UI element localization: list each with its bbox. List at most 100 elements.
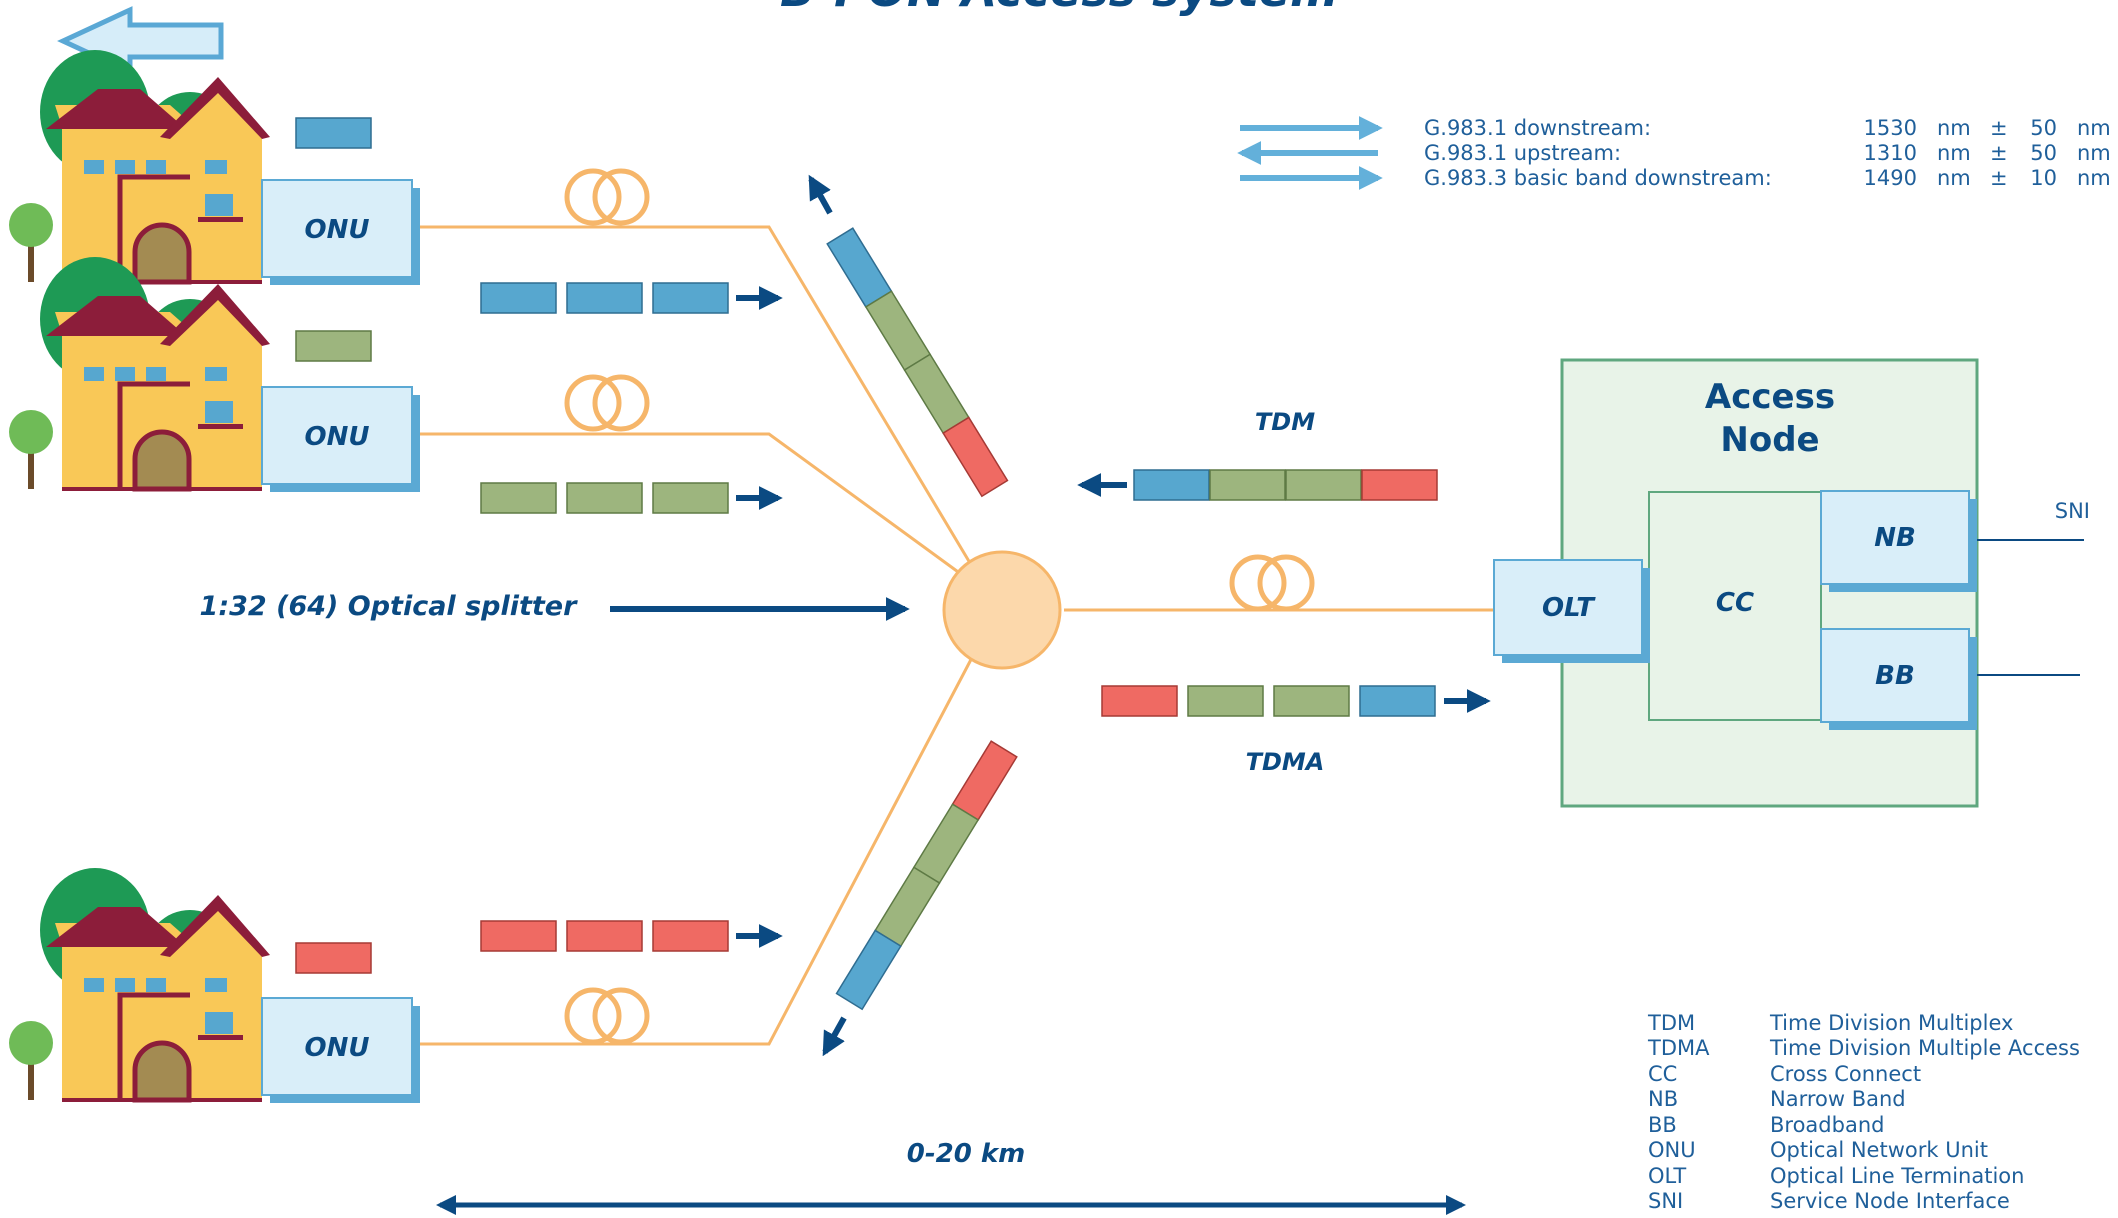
packet-blue <box>826 227 893 308</box>
diagram-title: B-PON Access system <box>780 0 1338 17</box>
glossary: TDM TDMA CC NB BB ONU OLT SNI Time Divis… <box>1647 1011 2080 1213</box>
glossary-abbr: OLT <box>1648 1164 1686 1188</box>
nb-label: NB <box>1874 523 1916 553</box>
house-icon <box>9 50 270 284</box>
glossary-meaning: Service Node Interface <box>1770 1189 2010 1213</box>
packet-blue <box>566 282 643 314</box>
wavelength-plusminus: ± <box>1990 116 2008 140</box>
glossary-abbr: SNI <box>1648 1189 1683 1213</box>
packet-green <box>864 290 932 372</box>
glossary-abbr: TDM <box>1647 1011 1695 1035</box>
fiber-coil-icon <box>567 990 647 1042</box>
house-icon <box>9 868 270 1102</box>
wavelength-value: 1530 <box>1864 116 1917 140</box>
wavelength-tolerance: 50 <box>2030 141 2057 165</box>
packet-red <box>1101 685 1178 717</box>
downstream-strip-upper <box>826 227 1009 498</box>
packet-green <box>1209 469 1286 501</box>
upstream-row <box>480 482 783 514</box>
packet-green <box>903 353 970 435</box>
wavelength-plusminus: ± <box>1990 166 2008 190</box>
wavelength-name: G.983.3 basic band downstream: <box>1424 166 1772 190</box>
optical-splitter <box>942 550 1062 670</box>
packet-green <box>1187 685 1264 717</box>
packet-green <box>1273 685 1350 717</box>
packet-red <box>295 942 372 974</box>
glossary-abbr: NB <box>1648 1087 1678 1111</box>
fiber-coil-icon <box>567 377 647 429</box>
wavelength-unit: nm <box>2077 141 2111 165</box>
tdma-label: TDMA <box>1246 748 1325 776</box>
packet-blue <box>1133 469 1210 501</box>
cc-box <box>1648 491 1822 721</box>
olt-label: OLT <box>1542 593 1596 623</box>
wavelength-value: 1490 <box>1864 166 1917 190</box>
downstream-strip-lower <box>835 740 1018 1011</box>
fiber-coil-icon <box>1232 557 1312 609</box>
glossary-meaning: Optical Network Unit <box>1770 1138 1988 1162</box>
glossary-meaning: Narrow Band <box>1770 1087 1906 1111</box>
glossary-abbr: CC <box>1648 1062 1677 1086</box>
wavelength-value: 1310 <box>1864 141 1917 165</box>
glossary-abbr: ONU <box>1648 1138 1696 1162</box>
packet-green <box>566 482 643 514</box>
packet-blue <box>480 282 557 314</box>
wavelength-plusminus: ± <box>1990 141 2008 165</box>
tdm-label: TDM <box>1255 408 1315 436</box>
wavelength-legend: G.983.1 downstream: G.983.1 upstream: G.… <box>1237 116 2111 190</box>
onu-label: ONU <box>305 422 370 452</box>
wavelength-tolerance: 10 <box>2030 166 2057 190</box>
packet-red <box>480 920 557 952</box>
arrow-down-left-icon <box>822 1016 847 1057</box>
packet-green <box>295 330 372 362</box>
wavelength-name: G.983.1 downstream: <box>1424 116 1651 140</box>
cc-label: CC <box>1716 588 1754 618</box>
onu-box: ONU <box>261 997 420 1103</box>
house-icon <box>9 257 270 491</box>
packet-blue <box>1359 685 1436 717</box>
bb-box: BB <box>1820 628 1977 730</box>
onu-box: ONU <box>261 179 420 285</box>
access-node-title-line1: Access <box>1705 377 1835 417</box>
packet-red <box>951 740 1018 821</box>
wavelength-unit: nm <box>1937 141 1971 165</box>
wavelength-unit: nm <box>2077 166 2111 190</box>
glossary-meaning: Optical Line Termination <box>1770 1164 2024 1188</box>
packet-red <box>1361 469 1438 501</box>
glossary-meaning: Time Division Multiple Access <box>1769 1036 2080 1060</box>
wavelength-tolerance: 50 <box>2030 116 2057 140</box>
onu-box: ONU <box>261 386 420 492</box>
packet-red <box>652 920 729 952</box>
packet-blue <box>652 282 729 314</box>
nb-box: NB <box>1820 490 1977 592</box>
packet-green <box>1285 469 1362 501</box>
upstream-row <box>480 282 783 314</box>
splitter-label: 1:32 (64) Optical splitter <box>200 591 579 622</box>
wavelength-unit: nm <box>1937 116 1971 140</box>
packet-blue <box>295 117 372 149</box>
packet-red <box>566 920 643 952</box>
glossary-meaning: Broadband <box>1770 1113 1884 1137</box>
packet-green <box>480 482 557 514</box>
packet-green <box>652 482 729 514</box>
packet-green <box>912 803 980 885</box>
olt-box: OLT <box>1493 559 1650 663</box>
wavelength-unit: nm <box>1937 166 1971 190</box>
onu-label: ONU <box>305 1033 370 1063</box>
sni-label: SNI <box>2055 499 2090 523</box>
glossary-abbr: TDMA <box>1647 1036 1710 1060</box>
onu-label: ONU <box>305 215 370 245</box>
packet-blue <box>835 929 902 1011</box>
wavelength-unit: nm <box>2077 116 2111 140</box>
glossary-meaning: Cross Connect <box>1770 1062 1921 1086</box>
access-node: Access Node CC NB BB OLT <box>1493 358 1979 808</box>
packet-red <box>942 416 1009 498</box>
access-node-title-line2: Node <box>1720 420 1819 460</box>
bb-label: BB <box>1875 661 1915 691</box>
glossary-meaning: Time Division Multiplex <box>1769 1011 2013 1035</box>
distance-label: 0-20 km <box>907 1139 1026 1169</box>
fiber-coil-icon <box>567 171 647 223</box>
packet-green <box>874 866 941 948</box>
upstream-row <box>480 920 783 952</box>
